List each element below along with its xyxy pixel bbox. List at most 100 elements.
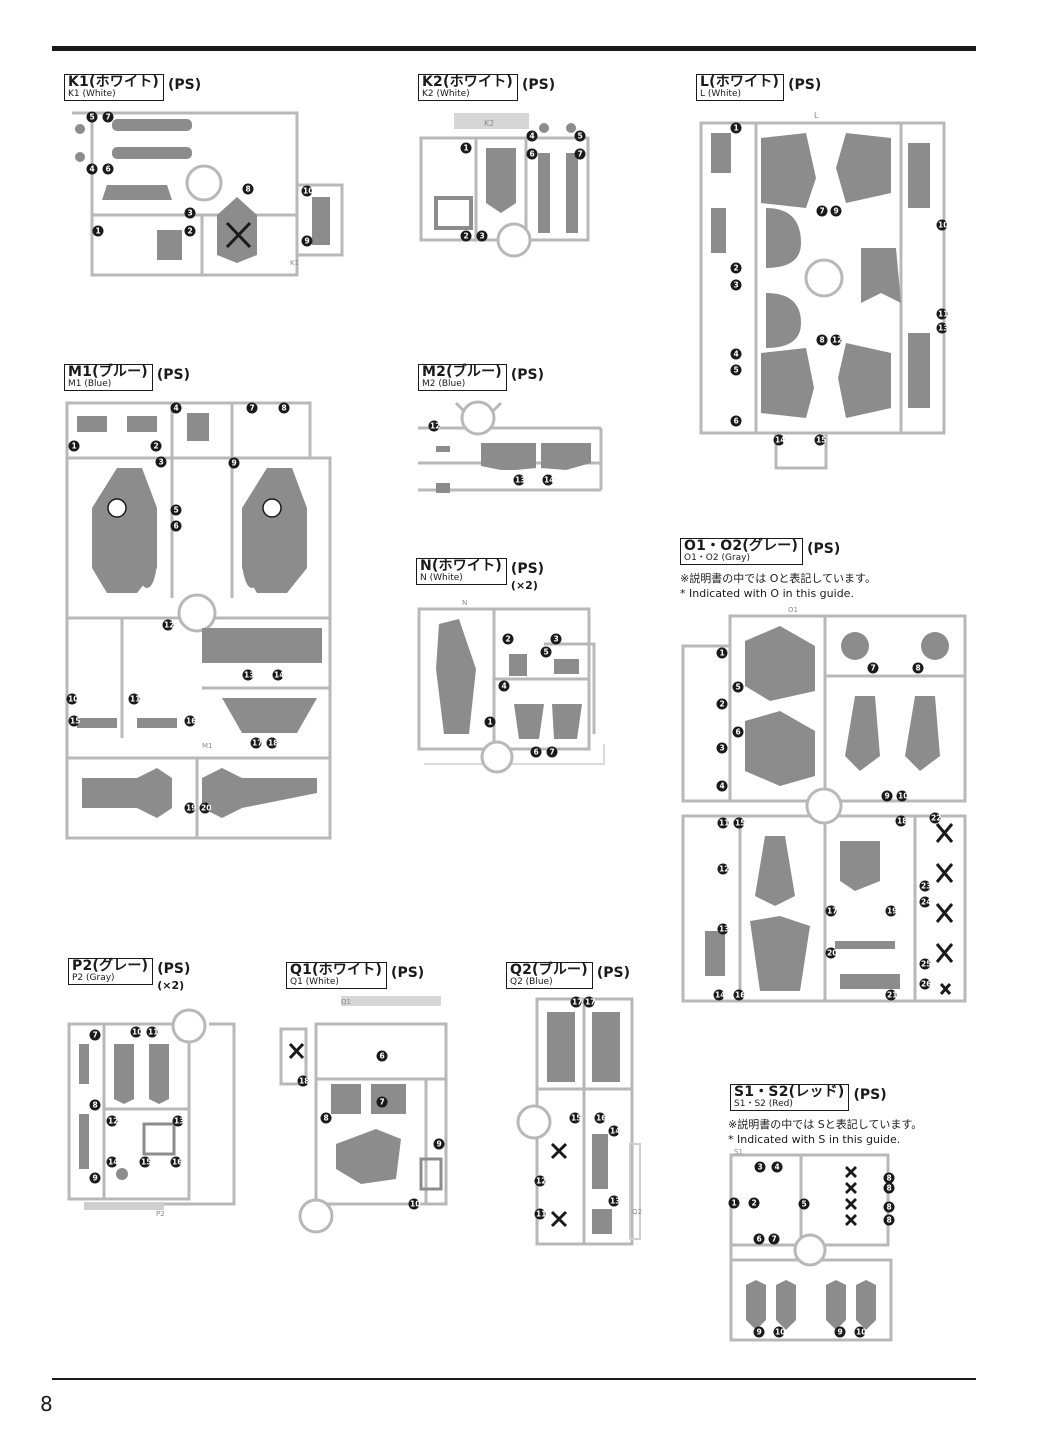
runner-label-m1: M1(ブルー) M1 (Blue) (PS) <box>64 364 190 391</box>
runner-material: (PS) <box>788 77 822 93</box>
runner-material: (PS) <box>157 961 191 977</box>
runner-title: O1・O2(グレー) <box>684 538 799 554</box>
runner-label-m2: M2(ブルー) M2 (Blue) (PS) <box>418 364 544 391</box>
page-number: 8 <box>40 1392 53 1416</box>
svg-text:22: 22 <box>931 814 941 823</box>
runner-title: M2(ブルー) <box>422 364 502 380</box>
runner-material: (PS) <box>168 77 202 93</box>
svg-text:18: 18 <box>299 1077 309 1086</box>
svg-text:8: 8 <box>93 1101 98 1110</box>
svg-text:26: 26 <box>921 980 931 989</box>
note-japanese: ※説明書の中では Oと表記しています。 <box>680 572 876 585</box>
runner-m2-diagram: 12 13 14 M2 <box>418 400 603 493</box>
svg-text:10: 10 <box>856 1328 866 1337</box>
svg-text:6: 6 <box>534 748 539 757</box>
svg-text:2: 2 <box>752 1199 757 1208</box>
svg-text:4: 4 <box>734 350 739 359</box>
runner-n-diagram: 2 3 5 4 1 6 7 N <box>417 599 605 774</box>
runner-mark: O1 <box>788 606 798 614</box>
svg-text:7: 7 <box>380 1098 385 1107</box>
runner-subtitle: L (White) <box>700 89 742 99</box>
svg-text:3: 3 <box>480 232 485 241</box>
runner-subtitle: Q2 (Blue) <box>510 977 553 987</box>
svg-text:9: 9 <box>305 237 310 246</box>
svg-text:6: 6 <box>736 728 741 737</box>
svg-text:5: 5 <box>736 683 741 692</box>
svg-text:14: 14 <box>715 991 725 1000</box>
svg-text:2: 2 <box>464 232 469 241</box>
svg-text:17: 17 <box>252 739 262 748</box>
svg-text:15: 15 <box>571 1114 581 1123</box>
runner-label-o: O1・O2(グレー) O1・O2 (Gray) (PS) <box>680 538 840 565</box>
svg-text:5: 5 <box>174 506 179 515</box>
runner-quantity: (×2) <box>510 579 538 592</box>
part-numbers: 5 7 4 6 8 3 2 1 10 9 <box>86 111 313 247</box>
runner-mark: N <box>462 599 467 607</box>
svg-text:20: 20 <box>201 804 211 813</box>
runner-subtitle: O1・O2 (Gray) <box>684 553 751 563</box>
svg-text:9: 9 <box>838 1328 843 1337</box>
svg-text:13: 13 <box>515 476 525 485</box>
svg-text:6: 6 <box>106 165 111 174</box>
runner-mark: L <box>814 111 819 120</box>
svg-text:10: 10 <box>303 187 313 196</box>
runner-mark: M1 <box>202 742 213 750</box>
runner-quantity: (×2) <box>157 979 185 992</box>
svg-text:19: 19 <box>887 907 897 916</box>
svg-text:8: 8 <box>324 1114 329 1123</box>
runner-mark: K2 <box>484 119 494 128</box>
svg-text:21: 21 <box>887 991 897 1000</box>
svg-text:15: 15 <box>735 819 745 828</box>
svg-text:10: 10 <box>132 1028 142 1037</box>
svg-text:2: 2 <box>720 700 725 709</box>
svg-text:10: 10 <box>898 792 908 801</box>
runner-id-box: M1(ブルー) M1 (Blue) <box>64 364 153 391</box>
runner-material: (PS) <box>510 561 545 577</box>
svg-text:7: 7 <box>93 1031 98 1040</box>
runner-id-box: K1(ホワイト) K1 (White) <box>64 74 164 101</box>
svg-text:24: 24 <box>921 898 931 907</box>
runner-id-box: N(ホワイト) N (White) <box>416 558 507 585</box>
svg-text:12: 12 <box>108 1117 118 1126</box>
svg-text:8: 8 <box>282 404 287 413</box>
runner-id-box: P2(グレー) P2 (Gray) <box>68 958 154 985</box>
runner-subtitle: M1 (Blue) <box>68 379 112 389</box>
runner-label-n: N(ホワイト) N (White) (PS) (×2) <box>416 558 544 592</box>
svg-text:18: 18 <box>268 739 278 748</box>
runner-subtitle: N (White) <box>420 573 463 583</box>
runner-id-box: O1・O2(グレー) O1・O2 (Gray) <box>680 538 804 565</box>
runner-label-q1: Q1(ホワイト) Q1 (White) (PS) <box>286 962 424 989</box>
runner-id-box: L(ホワイト) L (White) <box>696 74 785 101</box>
svg-text:10: 10 <box>410 1200 420 1209</box>
top-rule <box>52 46 976 51</box>
svg-text:2: 2 <box>506 635 511 644</box>
svg-text:9: 9 <box>885 792 890 801</box>
runner-o-diagram: 1 5 2 6 3 4 7 8 9 10 11 15 12 13 14 16 1… <box>681 606 967 1003</box>
svg-text:7: 7 <box>772 1235 777 1244</box>
svg-text:8: 8 <box>887 1174 892 1183</box>
svg-text:4: 4 <box>90 165 95 174</box>
runner-id-box: S1・S2(レッド) S1・S2 (Red) <box>730 1084 850 1111</box>
svg-text:7: 7 <box>550 748 555 757</box>
runner-subtitle: M2 (Blue) <box>422 379 466 389</box>
runner-label-p2: P2(グレー) P2 (Gray) (PS) (×2) <box>68 958 190 992</box>
svg-text:13: 13 <box>719 925 729 934</box>
svg-text:3: 3 <box>720 744 725 753</box>
svg-text:14: 14 <box>274 671 284 680</box>
runner-material: (PS) <box>596 965 630 981</box>
svg-text:6: 6 <box>757 1235 762 1244</box>
runner-q1-diagram: 18 6 7 8 9 10 Q1 <box>279 996 448 1234</box>
svg-text:7: 7 <box>871 664 876 673</box>
svg-text:4: 4 <box>775 1163 780 1172</box>
svg-text:14: 14 <box>544 476 554 485</box>
svg-text:20: 20 <box>827 949 837 958</box>
runner-subtitle: S1・S2 (Red) <box>734 1099 793 1109</box>
svg-text:3: 3 <box>159 458 164 467</box>
svg-text:11: 11 <box>938 310 948 319</box>
svg-text:25: 25 <box>921 960 931 969</box>
runner-id-box: M2(ブルー) M2 (Blue) <box>418 364 507 391</box>
runner-l-diagram: 1 2 3 4 5 6 7 9 8 12 10 11 13 14 15 L <box>699 111 948 470</box>
svg-text:14: 14 <box>610 1127 620 1136</box>
svg-text:15: 15 <box>70 717 80 726</box>
runner-title: P2(グレー) <box>72 958 149 974</box>
